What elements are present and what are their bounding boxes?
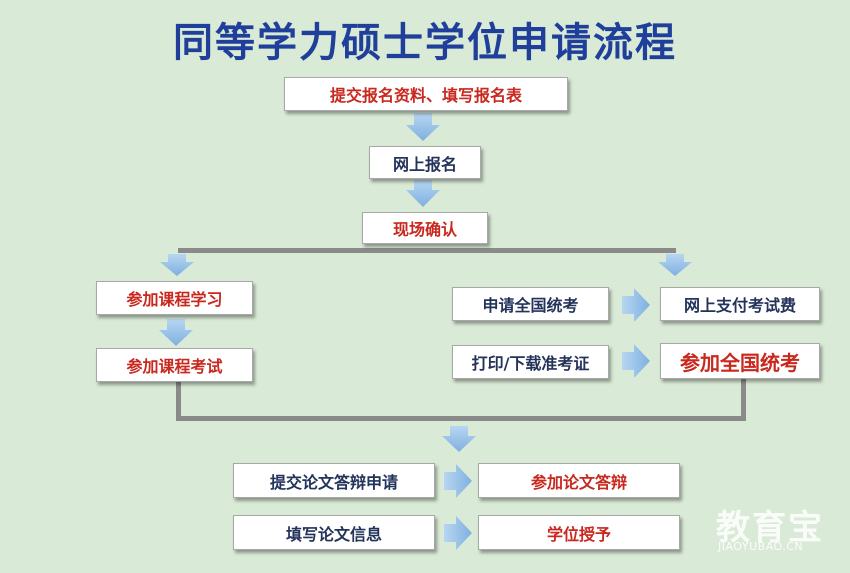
arrow-right-1 bbox=[622, 288, 650, 322]
split-connector bbox=[178, 248, 676, 253]
step-submit-defense-application: 提交论文答辩申请 bbox=[233, 463, 435, 498]
step-degree-awarded: 学位授予 bbox=[478, 515, 680, 550]
arrow-down-1 bbox=[406, 113, 440, 141]
page-title: 同等学力硕士学位申请流程 bbox=[173, 20, 677, 66]
arrow-down-3 bbox=[160, 254, 194, 276]
step-online-register: 网上报名 bbox=[369, 146, 481, 179]
arrow-right-2 bbox=[622, 344, 650, 378]
step-attend-defense: 参加论文答辩 bbox=[478, 463, 680, 498]
step-submit-materials: 提交报名资料、填写报名表 bbox=[284, 77, 568, 111]
arrow-down-2 bbox=[406, 180, 440, 207]
step-onsite-confirm: 现场确认 bbox=[362, 212, 488, 244]
step-apply-national-exam: 申请全国统考 bbox=[452, 287, 609, 321]
arrow-down-5 bbox=[159, 319, 193, 346]
step-fill-thesis-info: 填写论文信息 bbox=[233, 515, 435, 550]
watermark-url: JIAOYUBAO.CN bbox=[718, 540, 804, 553]
step-attend-courses: 参加课程学习 bbox=[96, 281, 253, 315]
step-online-pay-fee: 网上支付考试费 bbox=[660, 287, 820, 321]
step-print-ticket: 打印/下载准考证 bbox=[452, 345, 609, 379]
merge-connector-left bbox=[176, 380, 181, 421]
arrow-down-6 bbox=[442, 426, 476, 452]
watermark-logo: 教育宝 bbox=[716, 508, 824, 548]
merge-connector-right bbox=[741, 378, 746, 421]
step-course-exams: 参加课程考试 bbox=[96, 348, 253, 382]
arrow-right-3 bbox=[444, 464, 472, 498]
step-attend-national-exam: 参加全国统考 bbox=[660, 343, 820, 379]
arrow-down-4 bbox=[658, 254, 692, 276]
arrow-right-4 bbox=[444, 516, 472, 550]
merge-connector-bottom bbox=[176, 416, 746, 421]
